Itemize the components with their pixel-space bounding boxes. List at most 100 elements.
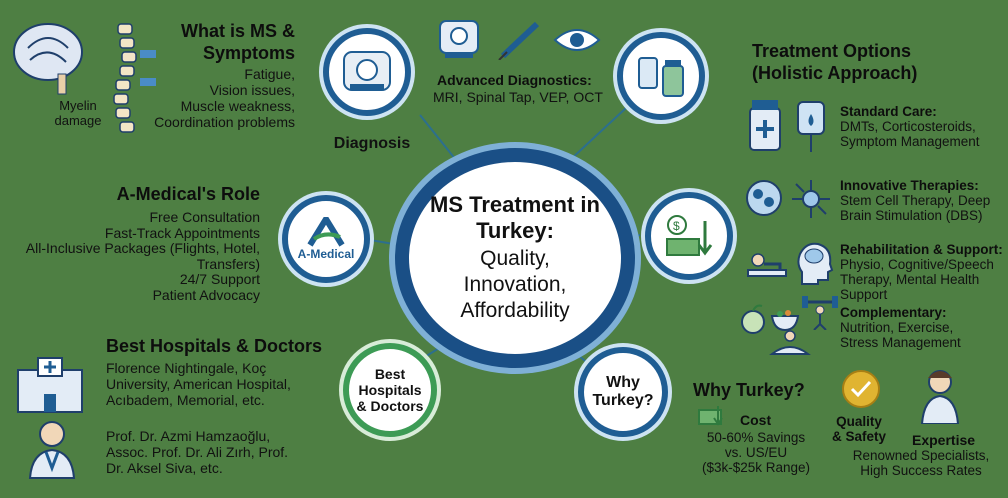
head-brain-icon bbox=[797, 242, 834, 285]
hospitals-line: Florence Nightingale, Koç bbox=[106, 360, 267, 376]
a-medical-logo-icon bbox=[307, 217, 345, 247]
why-title: Why Turkey? bbox=[693, 380, 805, 400]
role-list: Free Consultation Fast-Track Appointment… bbox=[0, 209, 260, 303]
a-medical-logo-text: A-Medical bbox=[297, 247, 355, 261]
expertise-title: Expertise bbox=[912, 432, 976, 448]
rehabilitation-support: Rehabilitation & Support: Physio, Cognit… bbox=[840, 242, 1003, 302]
role-item: All-Inclusive Packages (Flights, Hotel, bbox=[25, 240, 260, 256]
complementary-title: Complementary: bbox=[840, 305, 947, 320]
expertise-line: High Success Rates bbox=[860, 463, 982, 478]
symptoms-list: Fatigue, Vision issues, Muscle weakness,… bbox=[130, 66, 295, 130]
spine-icon bbox=[113, 23, 156, 133]
diagnosis-label: Diagnosis bbox=[333, 135, 411, 152]
myelin-label: Myelin damage bbox=[54, 98, 102, 128]
center-subtitle: Quality, Innovation, Affordability bbox=[460, 247, 570, 322]
treatment-title-line1: Treatment Options bbox=[752, 41, 912, 61]
standard-care-title: Standard Care: bbox=[840, 104, 937, 119]
a-medical-node[interactable]: A-Medical bbox=[282, 195, 370, 283]
doctor-line: Prof. Dr. Azmi Hamzaoğlu, bbox=[106, 428, 271, 444]
cost-line: vs. US/EU bbox=[724, 445, 788, 460]
symptom-item: Muscle weakness, bbox=[180, 98, 295, 114]
hospitals-line: Acıbadem, Memorial, etc. bbox=[106, 392, 265, 408]
center-node: MS Treatment in Turkey: Quality, Innovat… bbox=[395, 148, 635, 368]
symptoms-title: What is MS & Symptoms bbox=[180, 21, 295, 63]
expertise-line: Renowned Specialists, bbox=[852, 448, 990, 463]
cost-line: ($3k-$25k Range) bbox=[701, 460, 811, 475]
role-title: A-Medical's Role bbox=[116, 184, 260, 204]
treatment-title: Treatment Options (Holistic Approach) bbox=[752, 40, 917, 84]
food-bowl-icon bbox=[770, 310, 800, 332]
role-item: Free Consultation bbox=[149, 209, 260, 225]
hospitals-title: Best Hospitals & Doctors bbox=[106, 336, 323, 356]
role-item: Transfers) bbox=[196, 255, 260, 272]
standard-care-line: Symptom Management bbox=[840, 134, 980, 149]
hospital-building-icon bbox=[17, 357, 83, 413]
hospitals-list: Florence Nightingale, Koç University, Am… bbox=[106, 360, 291, 408]
svg-text:$: $ bbox=[673, 219, 680, 233]
weightlifting-icon bbox=[802, 296, 838, 330]
role-item: Fast-Track Appointments bbox=[104, 224, 260, 241]
medicine-icon bbox=[638, 57, 684, 97]
innovative-therapies: Innovative Therapies: Stem Cell Therapy,… bbox=[840, 178, 990, 223]
quality-safety: Quality & Safety bbox=[822, 414, 896, 444]
complementary-line: Nutrition, Exercise, bbox=[840, 320, 954, 335]
mri-scanner-icon bbox=[343, 51, 391, 91]
role-item: 24/7 Support bbox=[179, 271, 260, 287]
doctors-list: Prof. Dr. Azmi Hamzaoğlu, Assoc. Prof. D… bbox=[106, 428, 288, 476]
neuron-icon bbox=[792, 180, 830, 218]
hospitals-node-line1: Best bbox=[374, 366, 406, 382]
symptom-item: Fatigue, bbox=[244, 66, 295, 82]
cash-icon bbox=[698, 406, 723, 426]
stem-cell-icon bbox=[746, 180, 782, 216]
hospitals-node-line3: & Doctors bbox=[356, 398, 424, 414]
doctor-line: Assoc. Prof. Dr. Ali Zırh, Prof. bbox=[106, 444, 289, 460]
diagnosis-node[interactable] bbox=[323, 28, 411, 116]
cost-node[interactable]: $ bbox=[645, 192, 733, 280]
physio-icon bbox=[747, 253, 787, 277]
quality-line: & Safety bbox=[831, 429, 887, 444]
center-title: MS Treatment in Turkey: bbox=[430, 192, 600, 243]
treatment-title-line2: (Holistic Approach) bbox=[752, 63, 918, 83]
symptom-item: Coordination problems bbox=[154, 114, 295, 130]
specialist-icon bbox=[920, 370, 960, 424]
diagnostics-title: Advanced Diagnostics: bbox=[437, 72, 592, 88]
quality-line: Quality bbox=[836, 414, 882, 429]
syringe-icon bbox=[498, 21, 540, 60]
doctor-icon bbox=[28, 421, 76, 479]
doctor-line: Dr. Aksel Siva, etc. bbox=[106, 460, 223, 476]
apple-icon bbox=[741, 304, 765, 334]
money-icon: $ bbox=[666, 215, 713, 256]
symptom-item: Vision issues, bbox=[209, 82, 295, 98]
innovative-line: Brain Stimulation (DBS) bbox=[840, 208, 983, 223]
complementary-line: Stress Management bbox=[840, 335, 961, 350]
medicine-bottle-icon bbox=[749, 100, 781, 151]
innovative-line: Stem Cell Therapy, Deep bbox=[840, 193, 991, 208]
innovative-title: Innovative Therapies: bbox=[840, 178, 979, 193]
brain-icon bbox=[13, 23, 83, 95]
standard-care-line: DMTs, Corticosteroids, bbox=[840, 119, 976, 134]
rehab-line: Support bbox=[840, 287, 888, 302]
best-hospitals-node[interactable]: Best Hospitals & Doctors bbox=[343, 343, 437, 437]
expertise-details: Renowned Specialists, High Success Rates bbox=[836, 448, 1006, 478]
quality-medal-icon bbox=[842, 370, 880, 408]
role-item: Patient Advocacy bbox=[152, 286, 260, 303]
rehab-title: Rehabilitation & Support: bbox=[840, 242, 1003, 257]
rehab-line: Therapy, Mental Health bbox=[840, 272, 980, 287]
why-turkey-node[interactable]: Why Turkey? bbox=[578, 347, 668, 437]
cost-details: 50-60% Savings vs. US/EU ($3k-$25k Range… bbox=[686, 430, 826, 475]
complementary: Complementary: Nutrition, Exercise, Stre… bbox=[840, 305, 961, 350]
treatment-node[interactable] bbox=[617, 32, 705, 120]
hospitals-line: University, American Hospital, bbox=[106, 376, 291, 392]
mri-icon bbox=[439, 20, 479, 58]
rehab-line: Physio, Cognitive/Speech bbox=[840, 257, 994, 272]
standard-care: Standard Care: DMTs, Corticosteroids, Sy… bbox=[840, 104, 980, 149]
meditation-icon bbox=[769, 330, 811, 355]
iv-bag-icon bbox=[797, 101, 825, 152]
diagnostics-detail: MRI, Spinal Tap, VEP, OCT bbox=[433, 89, 603, 105]
eye-icon bbox=[553, 29, 601, 51]
hospitals-node-line2: Hospitals bbox=[358, 382, 422, 398]
why-node-line1: Why bbox=[606, 374, 640, 391]
cost-line: 50-60% Savings bbox=[706, 430, 806, 445]
cost-title: Cost bbox=[740, 412, 772, 428]
why-node-line2: Turkey? bbox=[592, 392, 654, 409]
